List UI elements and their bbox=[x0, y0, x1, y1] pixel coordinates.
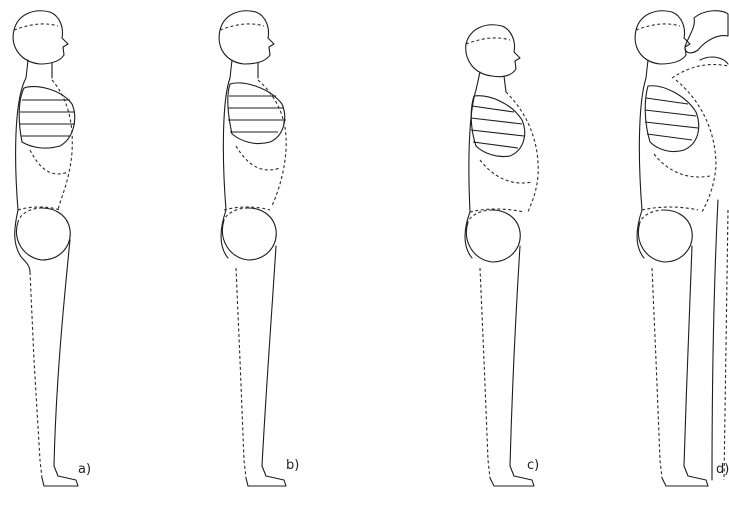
head bbox=[219, 11, 274, 78]
torso-outline bbox=[637, 78, 716, 258]
leg bbox=[480, 246, 534, 486]
rib-cage-hatched bbox=[645, 86, 699, 152]
figure-label-c: c) bbox=[527, 458, 539, 473]
leg bbox=[30, 240, 78, 486]
assistant-hand bbox=[672, 11, 728, 78]
figure-b: b) bbox=[219, 11, 299, 486]
head bbox=[466, 25, 520, 92]
leg bbox=[652, 246, 708, 486]
abdomen bbox=[470, 160, 532, 212]
head bbox=[635, 11, 690, 78]
abdomen bbox=[224, 146, 280, 210]
pelvis bbox=[222, 208, 276, 260]
pelvis bbox=[638, 210, 692, 262]
pelvis bbox=[16, 208, 70, 260]
assistant-leg bbox=[712, 200, 728, 480]
pelvis bbox=[466, 210, 520, 262]
figure-label-d: d) bbox=[716, 462, 729, 477]
rib-cage-hatched bbox=[19, 87, 75, 149]
torso-outline bbox=[465, 90, 538, 258]
rib-cage-hatched bbox=[228, 83, 286, 144]
figure-d: d) bbox=[635, 11, 729, 486]
figure-c: c) bbox=[465, 25, 539, 486]
head bbox=[13, 11, 68, 78]
figure-label-a: a) bbox=[78, 462, 91, 477]
abdomen bbox=[642, 154, 710, 210]
leg bbox=[236, 246, 286, 486]
figure-a: a) bbox=[13, 11, 91, 486]
figure-label-b: b) bbox=[286, 458, 299, 473]
torso-outline bbox=[15, 78, 73, 272]
